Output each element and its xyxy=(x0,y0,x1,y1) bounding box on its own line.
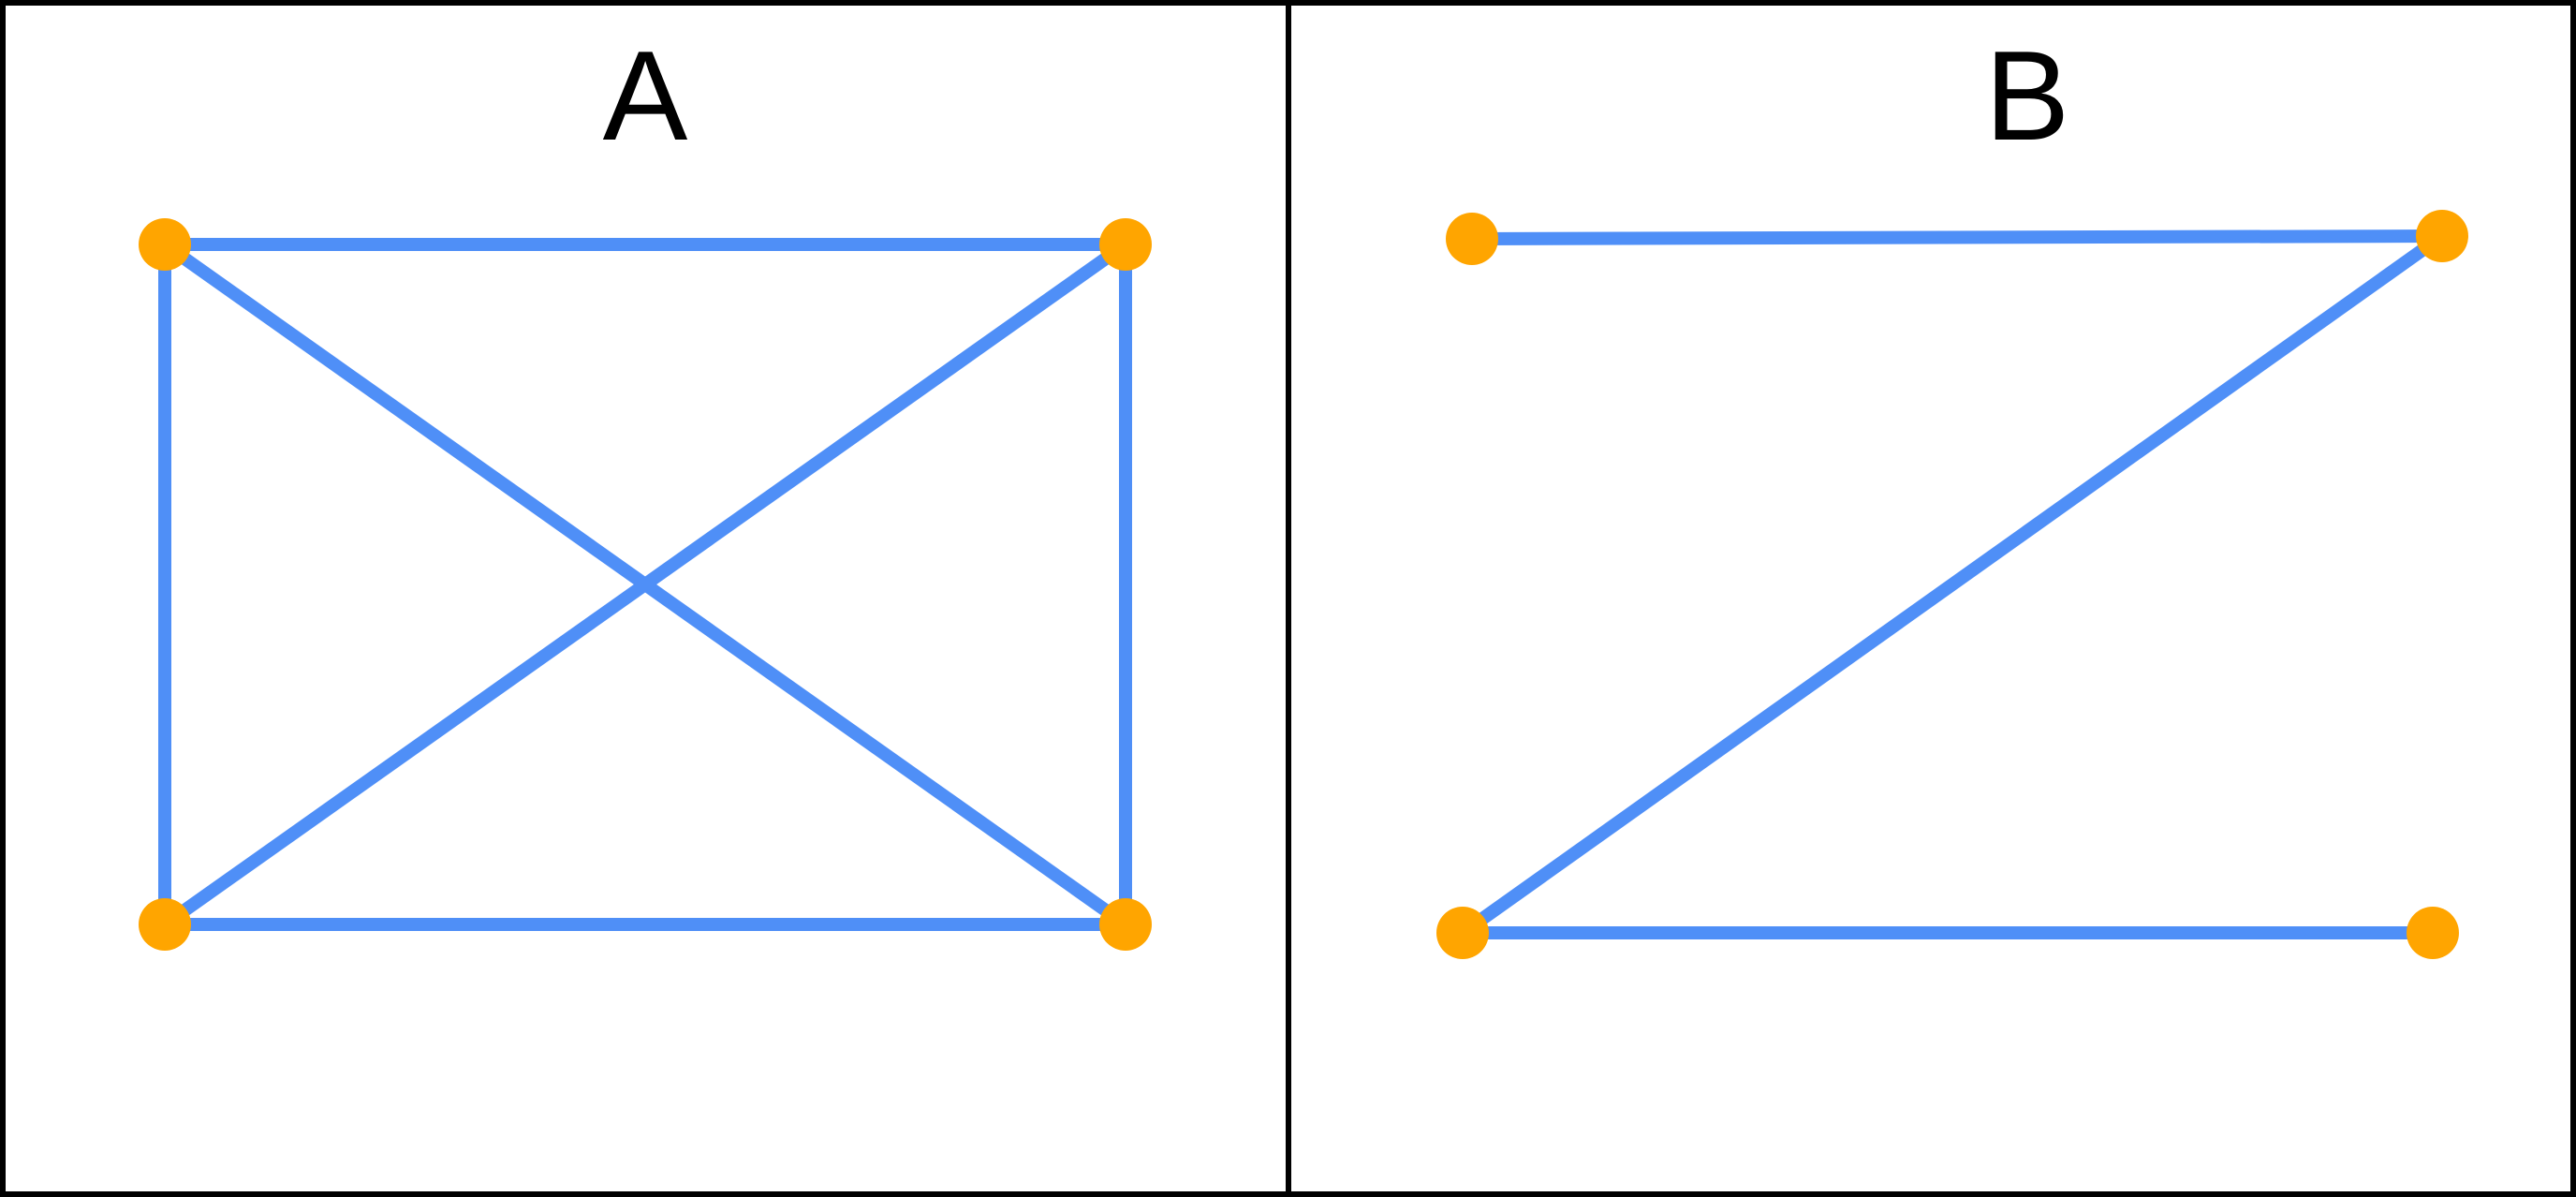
edges-layer xyxy=(158,229,2447,939)
panel-b-node-b4 xyxy=(2407,907,2459,959)
panel-a-label: A xyxy=(602,24,688,167)
panel-a-node-a4 xyxy=(1099,898,1152,951)
nodes-layer xyxy=(139,210,2468,959)
panel-a xyxy=(0,0,1291,1197)
panel-b-edge-b1-b2 xyxy=(1471,229,2443,245)
panel-b-node-b3 xyxy=(1436,907,1489,959)
panel-a-edge-a2-a3 xyxy=(160,239,1130,930)
panel-b-label: B xyxy=(1984,24,2070,167)
panel-a-node-a2 xyxy=(1099,218,1152,271)
panel-b-node-b1 xyxy=(1446,213,1498,265)
panel-b-edge-b2-b3 xyxy=(1458,230,2447,938)
panel-a-node-a1 xyxy=(139,218,191,271)
panel-b-node-b2 xyxy=(2416,210,2468,262)
panel-a-node-a3 xyxy=(139,898,191,951)
